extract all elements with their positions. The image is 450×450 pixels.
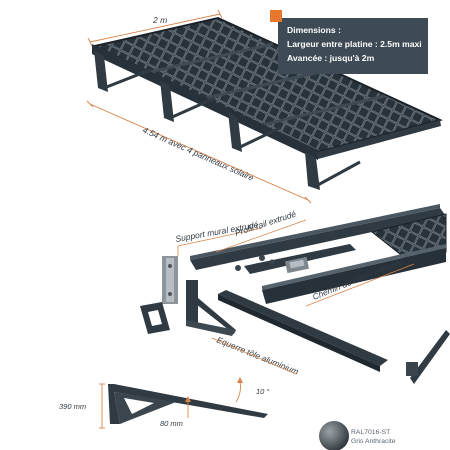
info-line-width: Largeur entre platine : 2.5m maxi [287,39,422,49]
panel-clamp-top [289,259,305,269]
bracket-1-strut [103,68,151,90]
panel-seam-1 [149,42,274,74]
panel-seam-3 [261,94,386,127]
label-support-leader [177,227,263,247]
fixing-3 [269,259,275,265]
dimension-top-tick-right [217,9,223,19]
ral-swatch: RAL7016-ST Gris Anthracite [319,421,396,450]
exploded-structure [140,204,450,384]
cable-channel-top [262,244,446,290]
dimension-top: 2 m [87,9,223,47]
rail-right [410,330,450,384]
dimension-length-tick-right [304,196,312,204]
label-chemin-leader [305,263,415,307]
bracket-base [186,320,236,336]
cable-channel [262,248,446,304]
end-cap [406,362,418,376]
ral-name: Gris Anthracite [351,438,396,445]
panel-seam-2 [205,68,330,100]
dimension-height-label: 390 mm [59,402,86,411]
equerre-plate-cut [148,310,162,326]
dimension-length-tick-left [86,100,94,108]
dimension-angle-arc [235,381,241,403]
wall-support-hole-1 [168,264,172,268]
bracket-2-strut [169,96,216,120]
bracket-assembly [186,280,236,336]
label-equerre: Equerre tôle aluminium [211,335,300,377]
bracket-profile: 390 mm 80 mm 10 ° [59,377,269,429]
info-title: Dimensions : [287,25,341,35]
rail-lower [218,290,388,366]
ral-color-ball [319,421,349,450]
label-profil-leader [215,219,307,253]
solar-canopy [91,16,443,190]
front-rail [318,120,441,159]
bracket-4-strut [315,160,361,188]
bracket-3 [228,112,242,152]
dimension-length-line [89,103,309,201]
dimension-angle-arrow [237,377,243,383]
ral-code: RAL7016-ST [351,429,390,436]
bracket-profile-hole [124,398,154,414]
dimension-top-tick-left [87,37,93,47]
info-line-depth: Avancée : jusqu'à 2m [287,53,375,63]
dimension-depth-arrow [185,396,191,402]
dimension-top-label: 2 m [152,15,167,25]
bracket-4 [305,152,320,190]
dimension-angle-label: 10 ° [256,387,269,396]
label-equerre-leader [211,337,297,375]
wall-support-face [166,258,174,302]
fixing-2 [259,255,265,261]
dimension-top-line [89,13,221,43]
fixing-1 [235,265,241,271]
bracket-arm [196,298,236,334]
rail-main [190,208,446,270]
bracket-2 [160,80,174,122]
dimension-depth-label: 80 mm [160,419,183,428]
accent-square [270,10,282,22]
bracket-3-strut [237,126,281,150]
wall-support-hole-2 [168,292,172,296]
bracket-plate [186,280,198,324]
dimensions-info-box: Dimensions : Largeur entre platine : 2.5… [270,10,428,74]
bracket-1 [94,50,108,92]
wall-support [162,256,178,304]
rail-main-top [190,204,440,260]
rail-lower-face [218,294,380,372]
